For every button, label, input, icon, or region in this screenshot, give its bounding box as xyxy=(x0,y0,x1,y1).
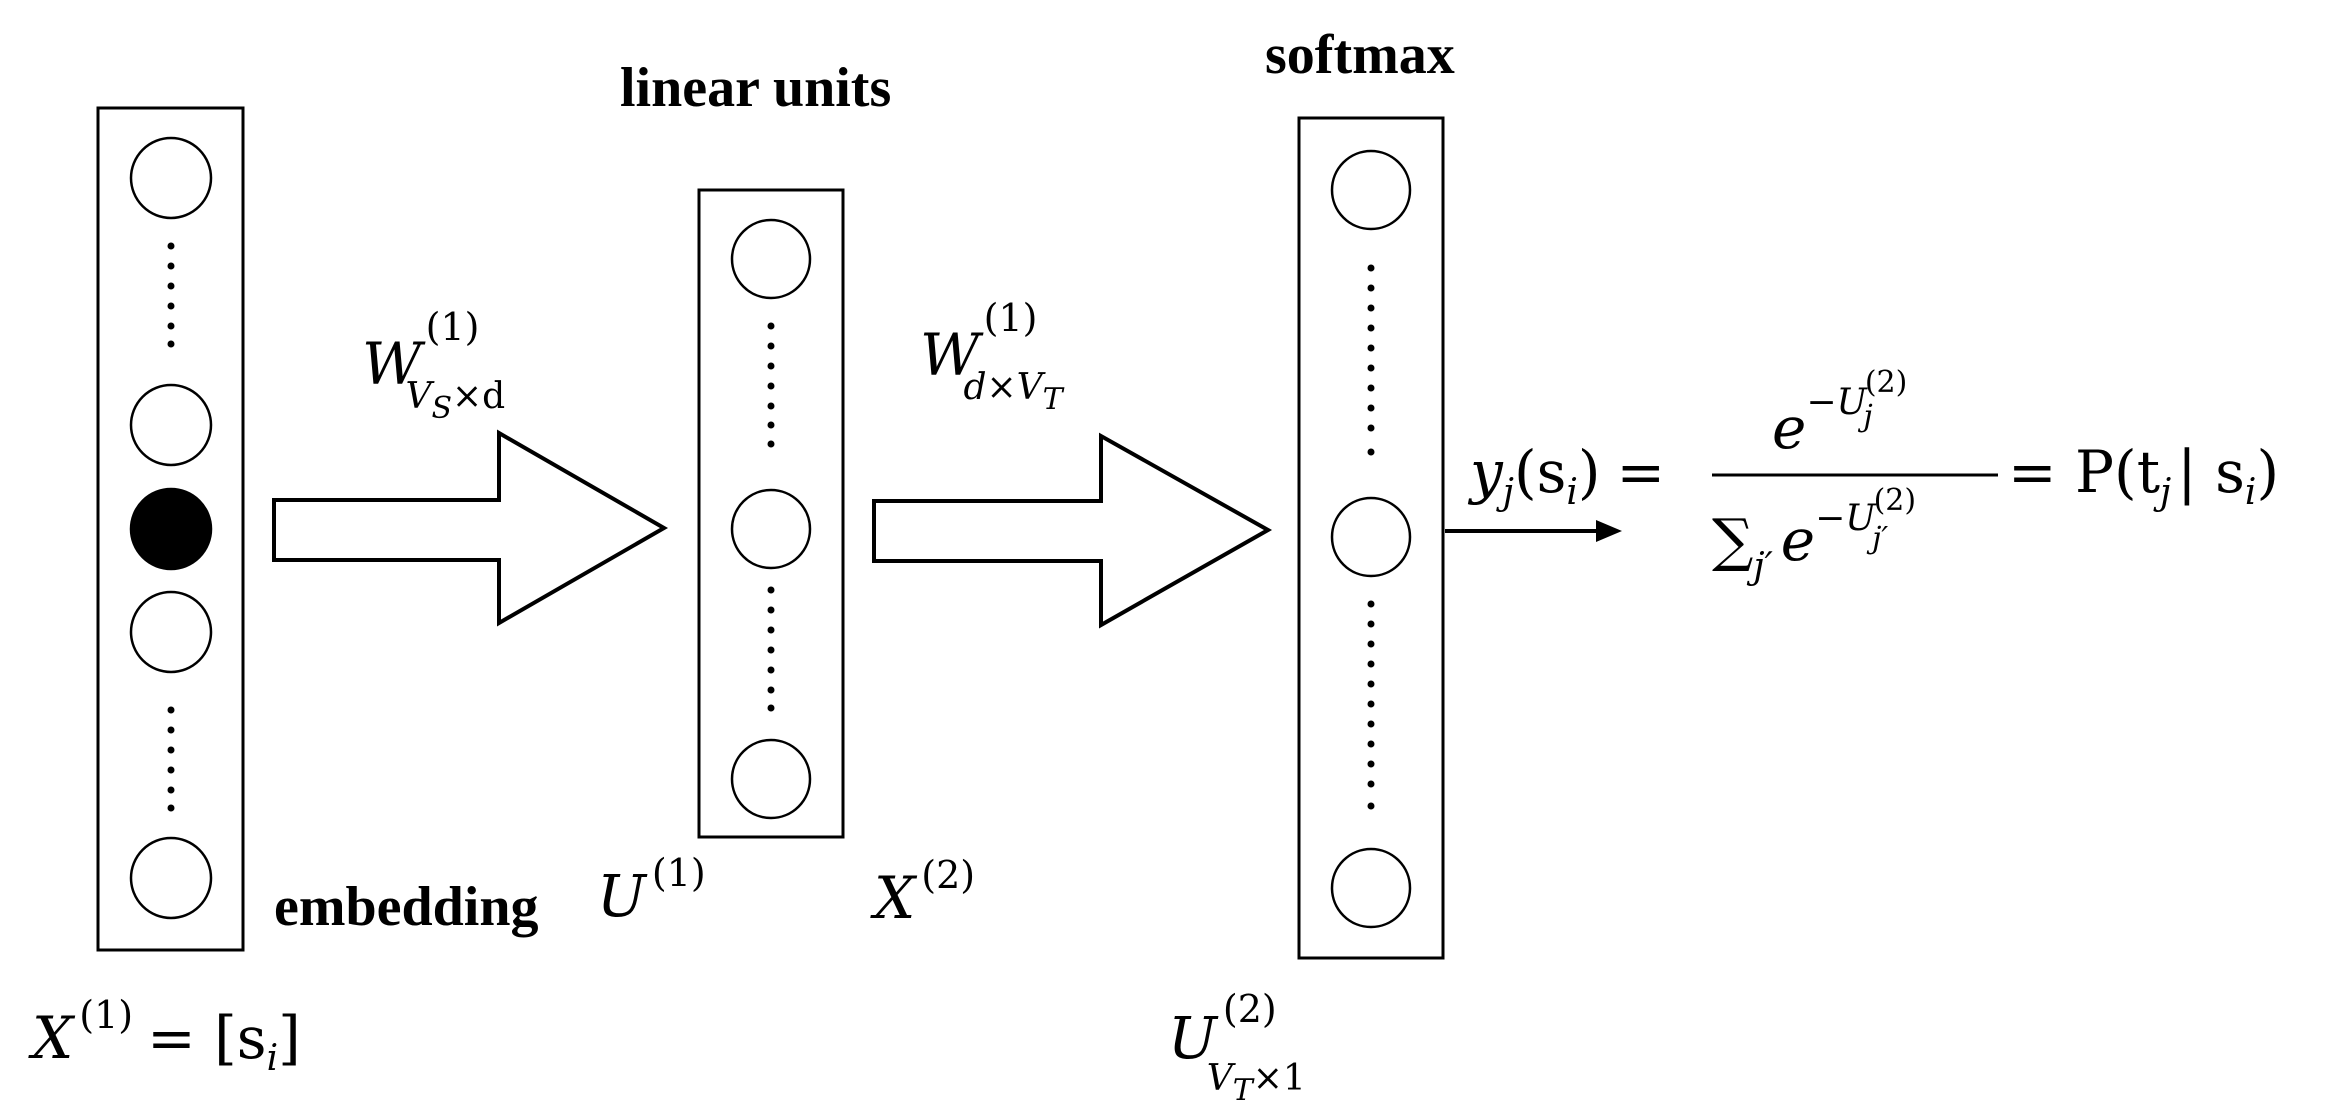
embedding-node xyxy=(129,836,213,920)
math-w-vs-d: W(1)VS×d xyxy=(362,305,505,426)
embedding-node-active xyxy=(129,487,213,571)
formula-lhs: yj(si)= xyxy=(1467,438,1665,513)
softmax-ellipsis-bottom xyxy=(1367,600,1375,810)
label-softmax: softmax xyxy=(1265,24,1455,86)
math-w-d-vt: W(1)d×VT xyxy=(920,296,1065,417)
block-arrow-embedding-to-linear xyxy=(272,429,669,627)
embedding-layer-box xyxy=(96,106,245,952)
embedding-node xyxy=(129,590,213,674)
embedding-layer xyxy=(96,106,245,952)
math-u2-vt-1: U(2)VT×1 xyxy=(1168,987,1306,1108)
formula-denominator: ∑j′e−U(2)j′ xyxy=(1712,483,1916,587)
linear-units-ellipsis-top xyxy=(767,322,775,448)
embedding-ellipsis-bottom xyxy=(167,706,175,812)
embedding-ellipsis-top xyxy=(167,242,175,348)
math-x2: X(2) xyxy=(870,853,975,932)
softmax-node xyxy=(1330,149,1412,231)
softmax-node xyxy=(1330,847,1412,929)
formula-numerator: e−U(2)j xyxy=(1772,365,1907,462)
math-x1-eq: X(1)= [si] xyxy=(28,993,301,1079)
softmax-formula: yj(si)= e−U(2)j ∑j′e−U(2)j′ = P(tj| si) xyxy=(1467,365,2279,587)
math-u1: U(1) xyxy=(597,851,706,930)
embedding-node xyxy=(129,136,213,220)
linear-unit-node xyxy=(730,488,812,570)
linear-units-layer xyxy=(697,188,845,839)
embedding-node xyxy=(129,383,213,467)
softmax-ellipsis-top xyxy=(1367,264,1375,456)
label-linear-units: linear units xyxy=(620,57,891,119)
softmax-node xyxy=(1330,496,1412,578)
output-arrow xyxy=(1445,520,1622,542)
formula-rhs: = P(tj| si) xyxy=(2008,438,2279,513)
softmax-layer-box xyxy=(1297,116,1445,960)
softmax-layer xyxy=(1297,116,1445,960)
linear-unit-node xyxy=(730,218,812,300)
label-embedding: embedding xyxy=(274,876,539,938)
linear-units-ellipsis-bottom xyxy=(767,586,775,712)
linear-units-layer-box xyxy=(697,188,845,839)
block-arrow-linear-to-softmax xyxy=(872,432,1273,629)
linear-unit-node xyxy=(730,738,812,820)
